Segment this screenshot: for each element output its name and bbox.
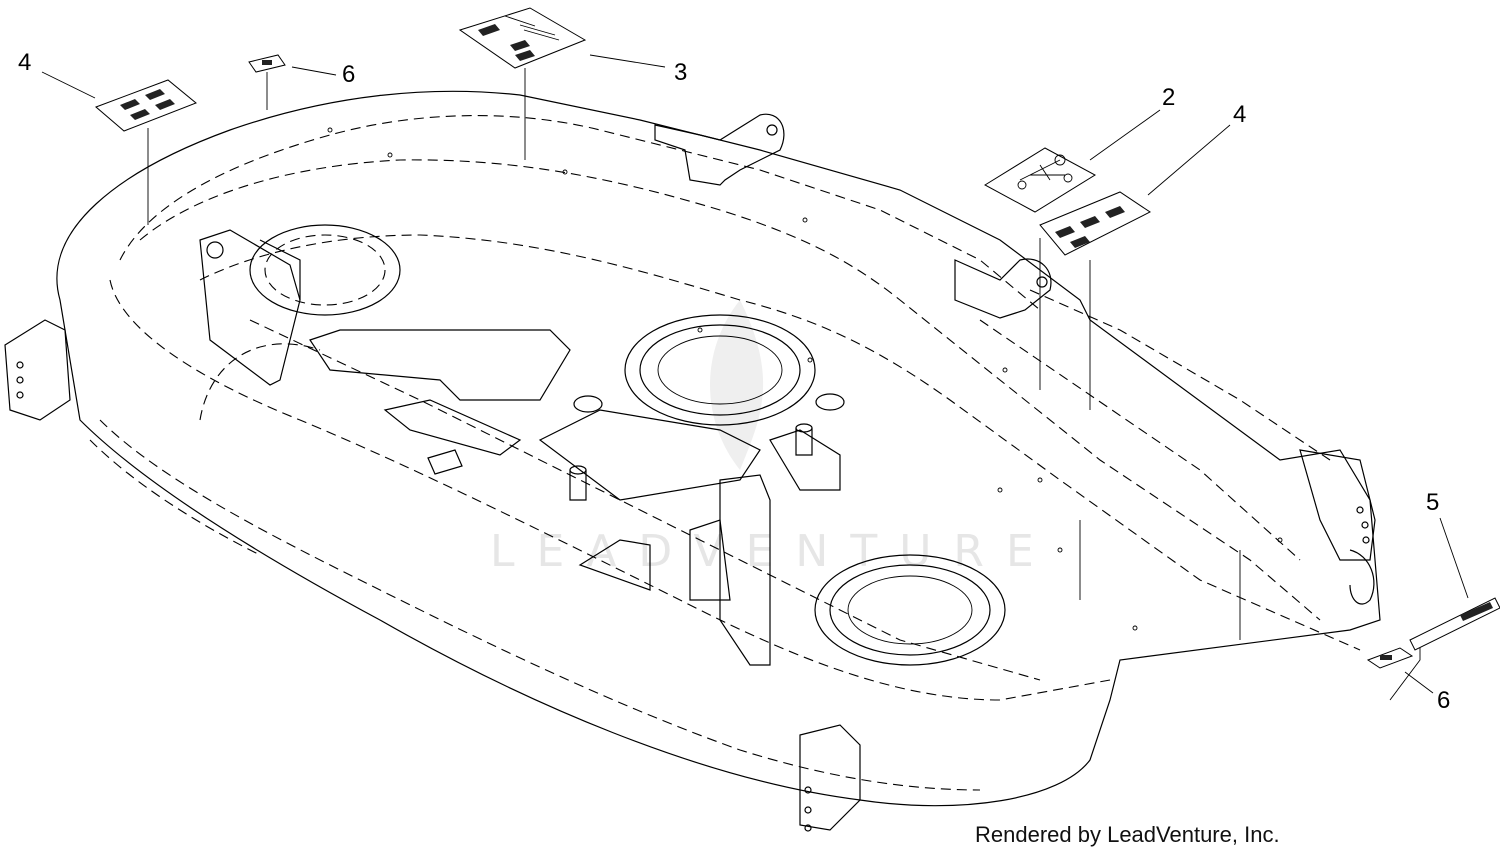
callout-5: 5 xyxy=(1426,489,1439,516)
decal-4-left xyxy=(95,79,197,225)
decal-2 xyxy=(984,147,1096,213)
decal-3 xyxy=(458,7,587,160)
leader-lines xyxy=(41,54,1469,694)
mower-deck xyxy=(4,90,1421,832)
decal-4-right xyxy=(1039,191,1151,410)
watermark-text: LEADVENTURE xyxy=(490,526,1056,577)
callout-2: 2 xyxy=(1162,84,1175,111)
callout-3: 3 xyxy=(674,59,687,86)
decal-6-bottom xyxy=(1366,647,1414,669)
callout-6-bottom: 6 xyxy=(1437,687,1450,714)
decal-5 xyxy=(1409,597,1500,651)
callout-4-right: 4 xyxy=(1233,101,1246,128)
decal-6-top xyxy=(248,54,286,110)
render-credit: Rendered by LeadVenture, Inc. xyxy=(975,822,1280,847)
callout-6-top: 6 xyxy=(342,61,355,88)
callout-4-left: 4 xyxy=(18,49,31,76)
